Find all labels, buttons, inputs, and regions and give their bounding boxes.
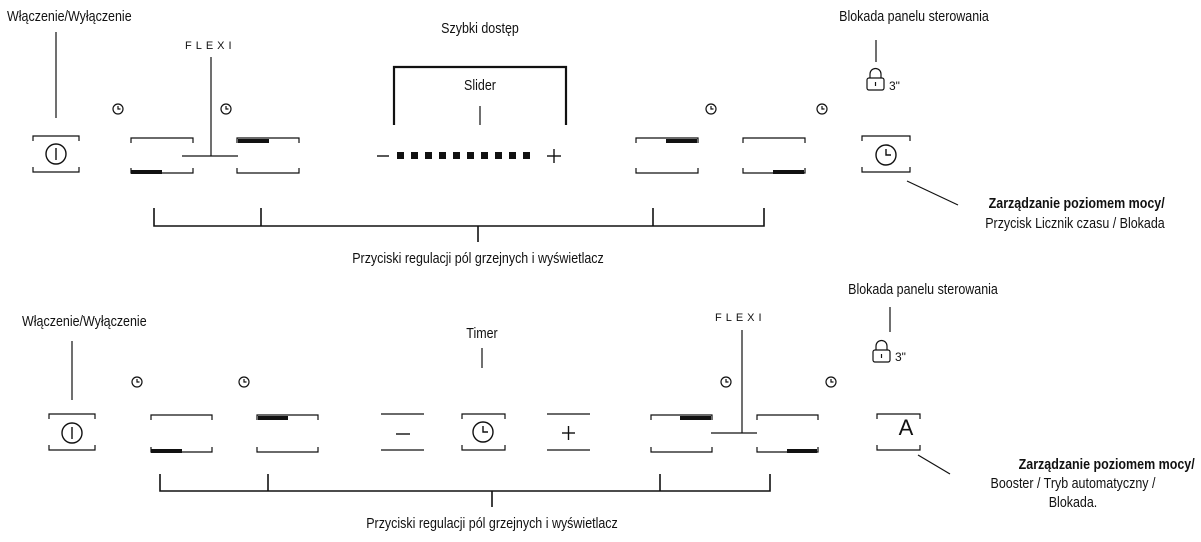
- clock-icon: [825, 376, 837, 388]
- slider-dot[interactable]: [439, 152, 446, 159]
- flexi-label-bottom: FLEXI: [715, 312, 766, 324]
- zone-display-top-2[interactable]: [236, 137, 300, 174]
- slider-dot[interactable]: [397, 152, 404, 159]
- slider-dot[interactable]: [411, 152, 418, 159]
- power-mgmt-title-top: Zarządzanie poziomem mocy/: [988, 196, 1165, 212]
- auto-button-label[interactable]: A: [898, 415, 914, 440]
- zones-label-bottom: Przyciski regulacji pól grzejnych i wyśw…: [366, 516, 618, 532]
- clock-icon: [705, 103, 717, 115]
- timer-minus-button[interactable]: [381, 413, 424, 451]
- timer-button[interactable]: [461, 413, 506, 451]
- zones-label-top: Przyciski regulacji pól grzejnych i wyśw…: [352, 251, 604, 267]
- slider-dot[interactable]: [495, 152, 502, 159]
- timer-label: Timer: [466, 326, 498, 342]
- slider-dot[interactable]: [509, 152, 516, 159]
- zones-bracket-top: [153, 208, 765, 227]
- zone-display-top-3[interactable]: [635, 137, 699, 174]
- slider-dot[interactable]: [425, 152, 432, 159]
- slider-dot[interactable]: [523, 152, 530, 159]
- zone-display-bottom-2[interactable]: [256, 414, 319, 453]
- clock-icon: [720, 376, 732, 388]
- clock-icon: [472, 421, 494, 443]
- clock-icon: [131, 376, 143, 388]
- timer-lock-button-top[interactable]: [861, 135, 911, 173]
- lock-time-top: 3": [889, 79, 900, 93]
- timer-plus-button[interactable]: [547, 413, 590, 451]
- zone-display-top-1[interactable]: [130, 137, 194, 174]
- zone-display-bottom-4[interactable]: [756, 414, 819, 453]
- power-icon: [61, 422, 83, 444]
- power-mgmt-title-bottom: Zarządzanie poziomem mocy/: [1018, 457, 1195, 473]
- power-button-top[interactable]: [32, 135, 80, 173]
- auto-button[interactable]: [876, 413, 921, 451]
- power-button-bottom[interactable]: [48, 413, 96, 451]
- power-mgmt-leader-bottom: [917, 454, 951, 475]
- panel-lock-label-bottom: Blokada panelu sterowania: [848, 282, 998, 298]
- clock-icon: [875, 144, 897, 166]
- clock-icon: [238, 376, 250, 388]
- lock-icon: [866, 67, 885, 91]
- clock-icon: [220, 103, 232, 115]
- slider-label: Slider: [464, 78, 496, 94]
- slider-dot[interactable]: [481, 152, 488, 159]
- clock-icon: [816, 103, 828, 115]
- clock-icon: [112, 103, 124, 115]
- quick-access-bracket: [392, 65, 568, 125]
- power-icon: [45, 143, 67, 165]
- lock-time-bottom: 3": [895, 350, 906, 364]
- power-mgmt-sub2-bottom: Blokada.: [1048, 495, 1098, 511]
- onoff-label-bottom: Włączenie/Wyłączenie: [22, 314, 147, 330]
- zone-display-bottom-1[interactable]: [150, 414, 213, 453]
- zones-bracket-bottom: [159, 474, 771, 492]
- quick-access-label: Szybki dostęp: [441, 21, 519, 37]
- onoff-label-top: Włączenie/Wyłączenie: [7, 9, 132, 25]
- slider-control[interactable]: [377, 149, 561, 163]
- slider-dot[interactable]: [467, 152, 474, 159]
- power-mgmt-leader-top: [906, 180, 959, 206]
- power-mgmt-sub-top: Przycisk Licznik czasu / Blokada: [985, 216, 1165, 232]
- zone-display-top-4[interactable]: [742, 137, 806, 174]
- power-mgmt-sub1-bottom: Booster / Tryb automatyczny /: [990, 476, 1156, 492]
- slider-dot[interactable]: [453, 152, 460, 159]
- zone-display-bottom-3[interactable]: [650, 414, 713, 453]
- flexi-label-top: FLEXI: [185, 40, 236, 52]
- lock-icon: [872, 339, 891, 363]
- panel-lock-label-top: Blokada panelu sterowania: [839, 9, 989, 25]
